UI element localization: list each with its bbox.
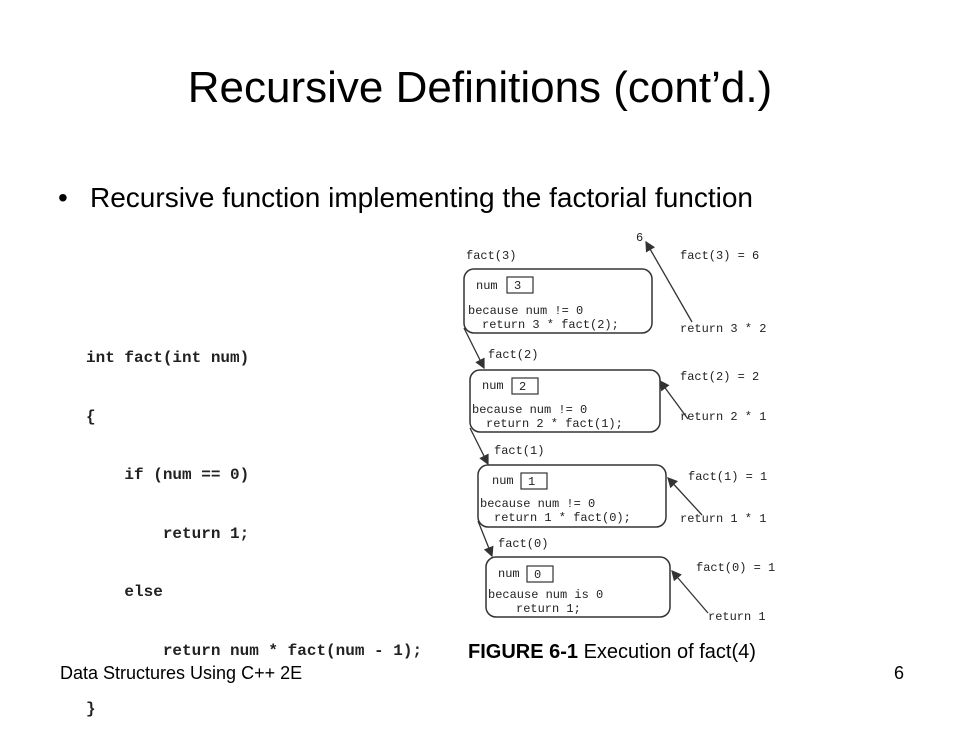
num-value: 1 (528, 475, 535, 489)
code-line: int fact(int num) (86, 349, 250, 367)
final-result: 6 (636, 231, 643, 245)
frame-reason: because num is 0 (488, 588, 603, 602)
frame-box (477, 464, 667, 528)
frame-return: return 1; (516, 602, 581, 616)
frame-fact0: fact(0) num 0 because num is 0 return 1; (485, 537, 671, 618)
frame-fact1: fact(1) num 1 because num != 0 return 1 … (477, 444, 667, 528)
num-label: num (492, 474, 514, 488)
frame-fact2: fact(2) num 2 because num != 0 return 2 … (469, 348, 661, 433)
frame-box (463, 268, 653, 334)
call-arrow (463, 327, 485, 370)
frame-call-label: fact(1) (494, 444, 544, 458)
frame-call-label: fact(2) (488, 348, 538, 362)
return-arrow (671, 570, 709, 614)
frame-call-label: fact(0) (498, 537, 548, 551)
code-line: if (num == 0) (86, 466, 250, 484)
frame-fact3: fact(3) num 3 because num != 0 return 3 … (463, 249, 653, 334)
result-label: return 1 * 1 (680, 512, 766, 526)
frame-box (485, 556, 671, 618)
frame-reason: because num != 0 (468, 304, 583, 318)
result-label: fact(0) = 1 (696, 561, 775, 575)
code-line: else (86, 583, 163, 601)
code-line: return num * fact(num - 1); (86, 641, 423, 660)
bullet-icon: • (58, 182, 68, 213)
result-label: return 2 * 1 (680, 410, 766, 424)
page-number: 6 (893, 663, 904, 683)
num-label: num (498, 567, 520, 581)
frame-return: return 3 * fact(2); (482, 318, 619, 332)
slide-title: Recursive Definitions (cont’d.) (187, 63, 773, 112)
num-label: num (482, 379, 504, 393)
return-arrow (659, 379, 689, 420)
num-value: 0 (534, 568, 541, 582)
footer-course-title: Data Structures Using C++ 2E (60, 663, 303, 683)
result-label: return 3 * 2 (680, 322, 766, 336)
num-value: 2 (519, 380, 526, 394)
result-label: return 1 (708, 610, 766, 624)
num-value-box (511, 377, 539, 395)
num-label: num (476, 279, 498, 293)
frame-return: return 2 * fact(1); (486, 417, 623, 431)
call-arrow (469, 427, 489, 466)
return-arrow (645, 240, 693, 323)
figure-caption-text: Execution of fact(4) (578, 641, 756, 663)
num-value: 3 (514, 279, 521, 293)
bullet-text: Recursive function implementing the fact… (90, 182, 754, 213)
figure-caption-label: FIGURE 6-1 (468, 641, 579, 663)
num-value-box (506, 276, 534, 294)
code-line: { (86, 407, 96, 426)
code-listing: int fact(int num) { if (num == 0) return… (86, 310, 422, 739)
num-value-box (526, 565, 554, 583)
frame-reason: because num != 0 (472, 403, 587, 417)
code-line: return 1; (86, 524, 250, 543)
num-value-box (520, 472, 548, 490)
frame-reason: because num != 0 (480, 497, 595, 511)
frame-call-label: fact(3) (466, 249, 516, 263)
return-arrow (667, 477, 703, 516)
result-label: fact(3) = 6 (680, 249, 759, 263)
result-label: fact(2) = 2 (680, 370, 759, 384)
result-label: fact(1) = 1 (688, 470, 767, 484)
code-line: } (86, 700, 96, 718)
frame-box (469, 369, 661, 433)
frame-return: return 1 * fact(0); (494, 511, 631, 525)
execution-diagram: fact(3) num 3 because num != 0 return 3 … (463, 231, 775, 624)
call-arrow (477, 520, 494, 558)
figure-caption: FIGURE 6-1 Execution of fact(4) (468, 640, 756, 664)
